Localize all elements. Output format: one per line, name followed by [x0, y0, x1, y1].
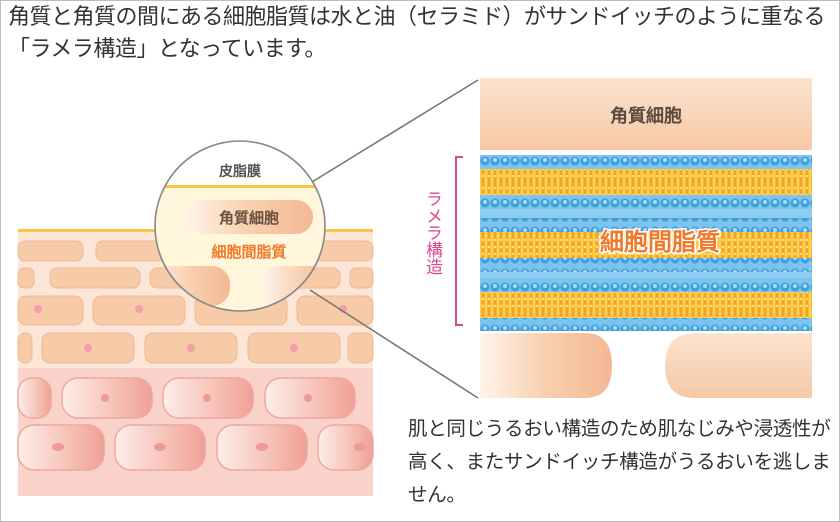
- intro-text: 角質と角質の間にある細胞脂質は水と油（セラミド）がサンドイッチのように重なる「ラ…: [8, 5, 826, 62]
- zoom-lipid-label: 細胞間脂質: [211, 243, 286, 261]
- lamella-panel: [455, 78, 812, 398]
- lamella-label: ラメラ構造: [422, 190, 443, 275]
- zoom-corneocyte-label: 角質細胞: [219, 209, 279, 227]
- corneocyte-right: [665, 333, 812, 398]
- zoom-corneocyte: [185, 200, 313, 234]
- lamella-bracket: [455, 156, 463, 326]
- corneocyte-label: 角質細胞: [610, 105, 682, 127]
- connector-line-bottom: [309, 289, 479, 399]
- corneocyte-left: [480, 333, 612, 398]
- sebum-label: 皮脂膜: [218, 163, 261, 180]
- connector-line-top: [311, 79, 479, 183]
- corneocyte-block: [480, 78, 812, 150]
- intercellular-lipid-label: 細胞間脂質: [600, 228, 720, 256]
- caption-text: 肌と同じうるおい構造のため肌なじみや浸透性が高く、またサンドイッチ構造がうるおい…: [408, 417, 831, 506]
